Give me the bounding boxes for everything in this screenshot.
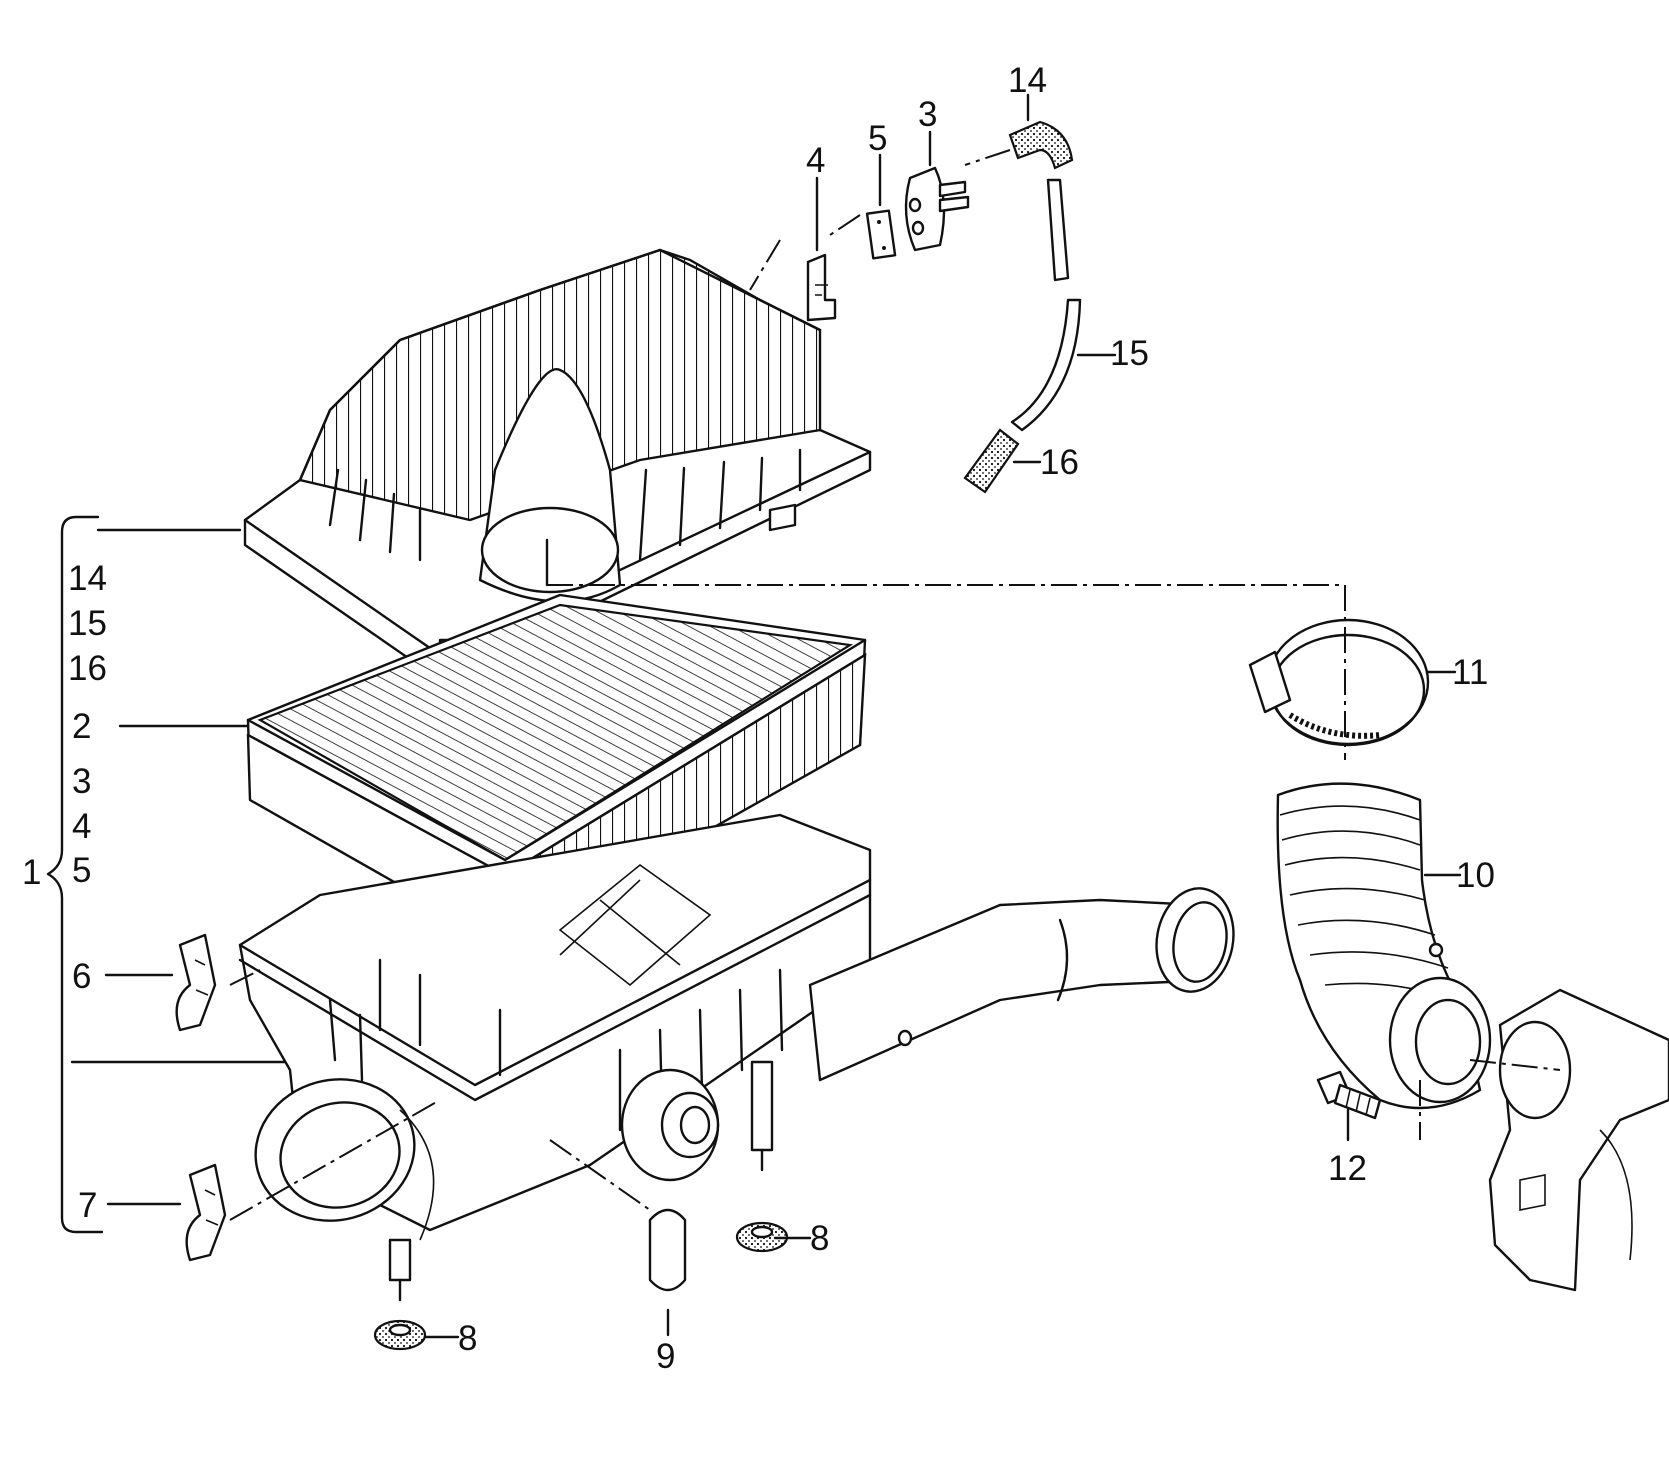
callout-8-right: 8 (810, 1219, 829, 1258)
air-filter-upper-housing (243, 248, 872, 692)
vent-hose (1010, 178, 1082, 432)
assembly-centre-lines (229, 149, 1561, 1221)
callout-6: 6 (72, 957, 91, 996)
hose-clamp (1248, 618, 1430, 747)
mount-clip-upper (175, 933, 217, 1032)
callout-4: 4 (806, 141, 825, 180)
callout-3: 3 (918, 95, 937, 134)
callout-5: 5 (868, 119, 887, 158)
callout-10: 10 (1456, 856, 1495, 895)
mount-clip-lower (185, 1163, 227, 1262)
callout-2: 2 (72, 707, 91, 746)
callout-7: 7 (78, 1186, 97, 1225)
rubber-buffer-left (373, 1319, 427, 1351)
group-item-3: 3 (72, 762, 91, 801)
elbow-hose (1008, 120, 1074, 170)
group-item-5: 5 (72, 851, 91, 890)
callout-14: 14 (1008, 61, 1047, 100)
callout-1: 1 (22, 853, 41, 892)
rubber-buffer-right (735, 1221, 789, 1253)
callout-9: 9 (656, 1337, 675, 1376)
callout-leaders (423, 93, 1462, 1339)
outlet-pipe (1488, 988, 1669, 1292)
callout-8-left: 8 (458, 1319, 477, 1358)
callout-11: 11 (1452, 653, 1488, 692)
bellows-hose (1276, 782, 1492, 1110)
hose-sleeve (963, 428, 1020, 494)
leader-lines-left (70, 528, 302, 1206)
group-item-15: 15 (68, 604, 107, 643)
callout-12: 12 (1328, 1149, 1367, 1188)
valve (904, 166, 970, 252)
group-brace (46, 515, 104, 1234)
group-item-4: 4 (72, 807, 91, 846)
bolt (1316, 1070, 1382, 1120)
group-item-14: 14 (68, 559, 107, 598)
intake-duct (808, 887, 1235, 1082)
callout-16: 16 (1040, 443, 1079, 482)
gasket (865, 209, 897, 260)
group-item-16: 16 (68, 649, 107, 688)
bracket (806, 253, 837, 322)
air-filter-lower-housing (238, 813, 872, 1302)
callout-15: 15 (1110, 334, 1149, 373)
grommet (648, 1208, 687, 1292)
